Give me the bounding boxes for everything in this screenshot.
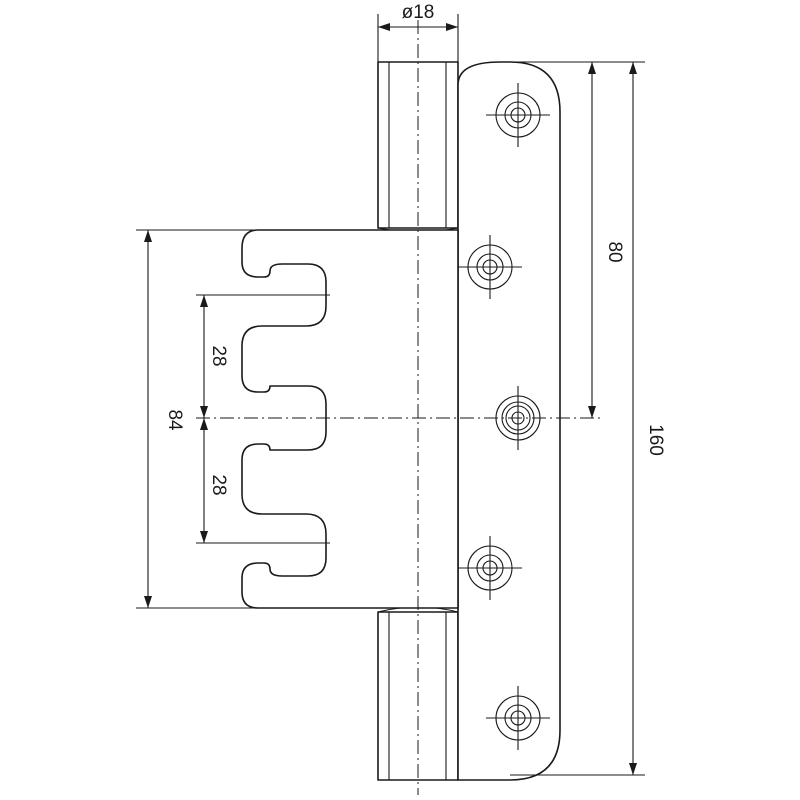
leaf-height-label: 84 xyxy=(164,409,185,431)
dimension-slot-spacing-lower: 28 xyxy=(196,418,330,544)
screw-hole-5 xyxy=(486,686,550,750)
total-length-label: 160 xyxy=(645,424,666,456)
dimension-total-length: 160 xyxy=(510,61,666,776)
dimension-slot-spacing-upper: 28 xyxy=(196,294,330,418)
screw-hole-4 xyxy=(458,536,522,600)
frame-leaf xyxy=(457,61,561,781)
hole-spacing-label: 80 xyxy=(604,241,625,262)
dimension-pin-diameter: ø18 xyxy=(377,2,459,62)
dimension-leaf-height: 84 xyxy=(136,229,258,609)
door-leaf xyxy=(241,229,459,609)
slot-spacing-upper-label: 28 xyxy=(208,345,229,366)
screw-hole-1 xyxy=(486,83,550,147)
screw-hole-3 xyxy=(495,386,541,450)
screw-hole-2 xyxy=(458,235,522,299)
slot-spacing-lower-label: 28 xyxy=(208,474,229,495)
dimension-hole-spacing: 80 xyxy=(588,62,625,418)
pin-diameter-label: ø18 xyxy=(402,2,435,23)
